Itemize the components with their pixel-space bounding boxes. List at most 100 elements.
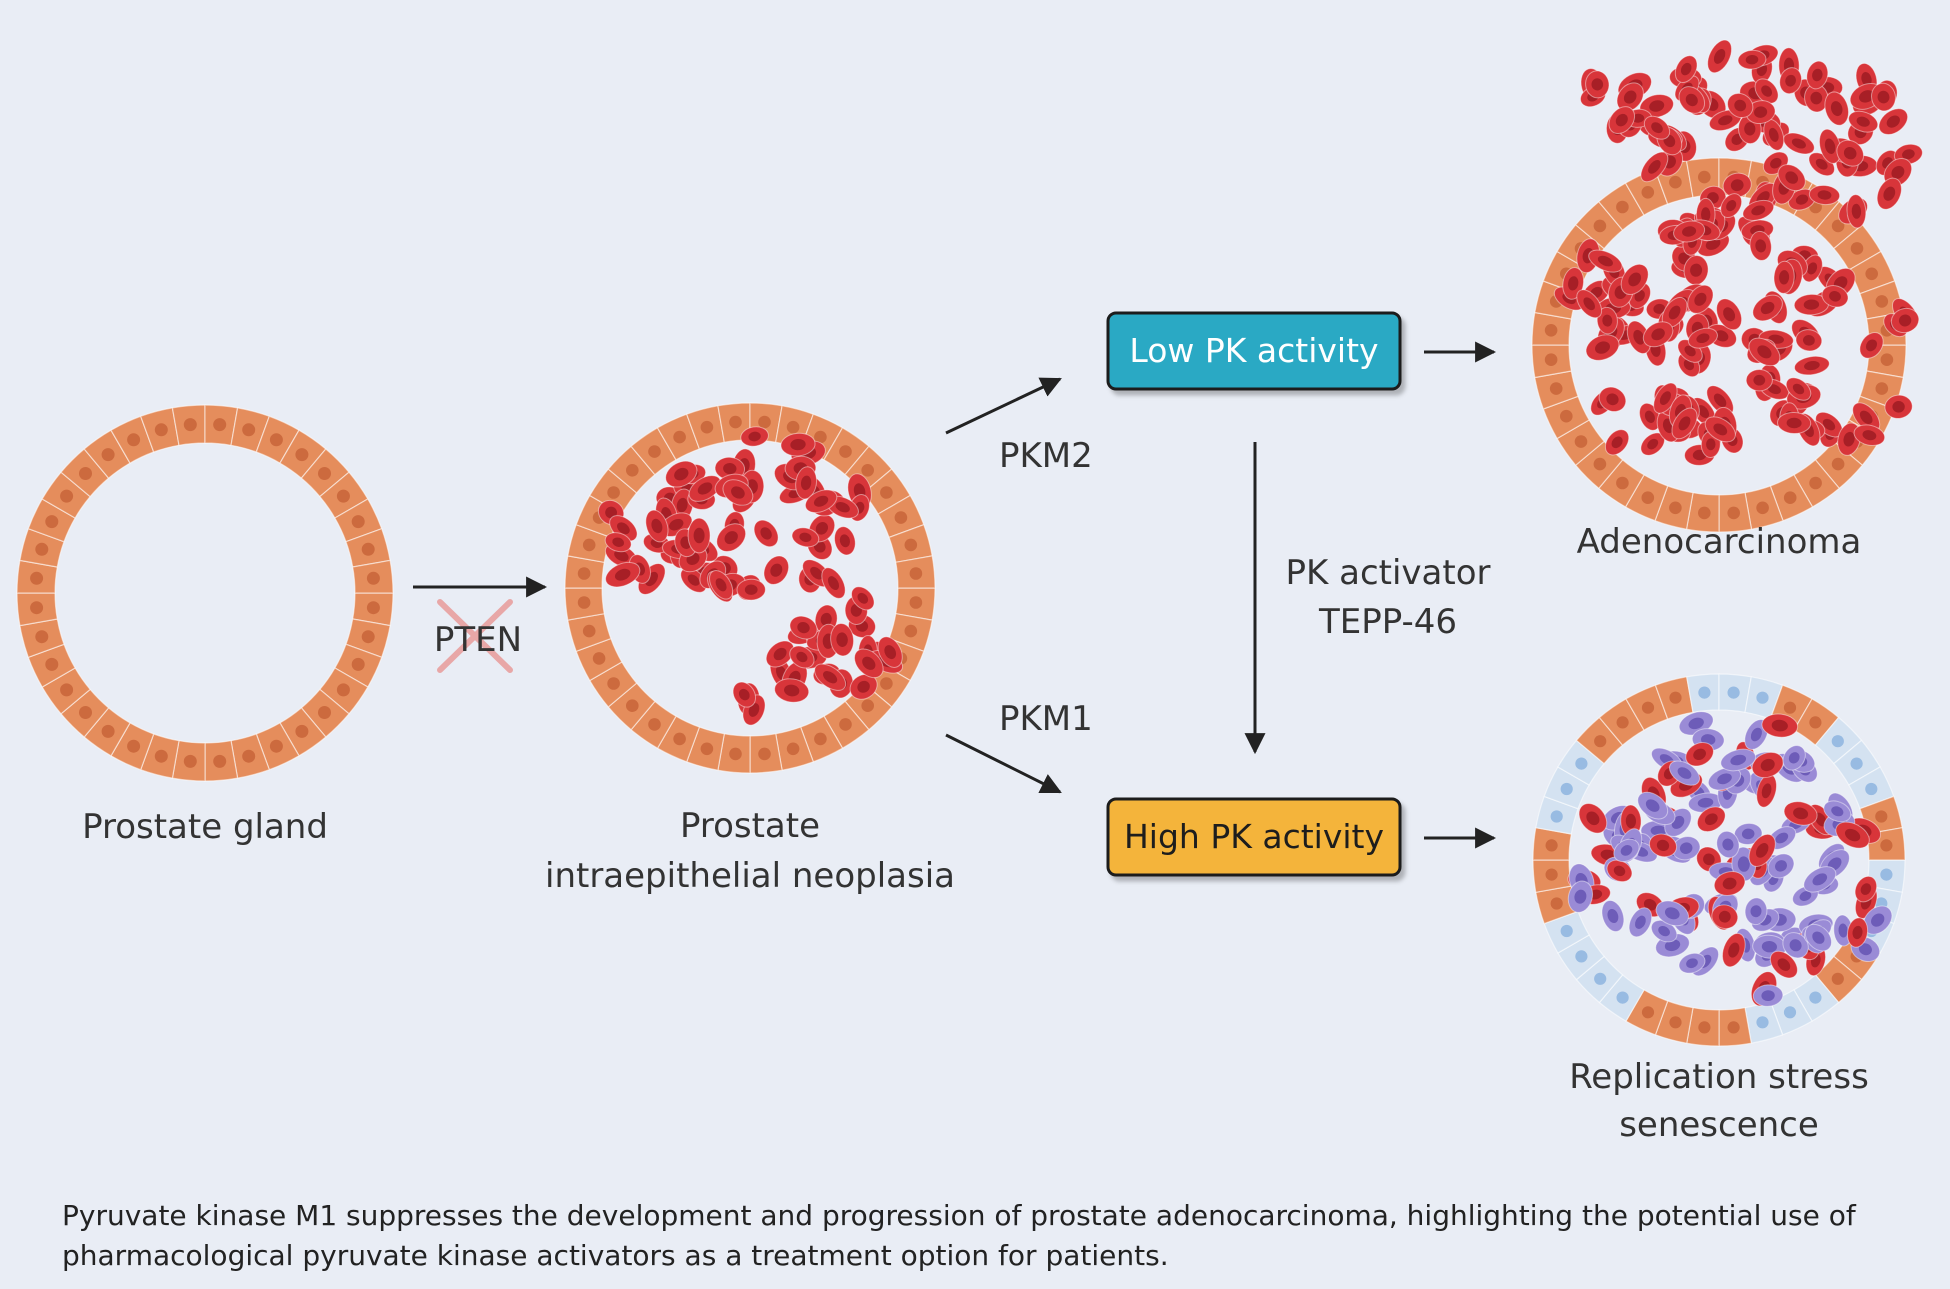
cell-nucleus [1634,915,1646,929]
cell-nucleus [366,601,380,615]
cell-nucleus [1730,179,1744,192]
cell-nucleus [35,542,49,556]
cell-nucleus [797,621,810,634]
pk-activator-label: PK activator [1286,553,1491,593]
epithelial-ring [564,402,936,774]
cell-nucleus [1831,972,1844,985]
cell-nucleus [723,462,737,475]
cell-nucleus [35,630,49,644]
cell-nucleus [1575,950,1588,963]
cell-nucleus [648,445,661,458]
cell-nucleus [1625,813,1637,829]
cell-nucleus [1815,158,1828,170]
cell-nucleus [673,430,686,444]
cell-nucleus [626,464,639,477]
cell-nucleus [1545,868,1558,881]
cell-nucleus [1616,716,1629,729]
cell-nucleus [1767,384,1781,395]
cell-nucleus [1698,1021,1711,1034]
cell-nucleus [154,749,168,763]
cell-nucleus [1792,383,1805,395]
cell-nucleus [790,438,806,451]
cell-nucleus [592,652,606,665]
cell-nucleus [1754,106,1768,118]
cell-nucleus [1875,810,1888,823]
cell-nucleus [823,671,838,684]
cell-nucleus [1698,686,1711,699]
cell-nucleus [1829,291,1841,302]
cell-nucleus [213,418,227,432]
cell-nucleus [1656,839,1670,851]
cell-nucleus [1880,839,1893,852]
cell-nucleus [1602,314,1613,327]
prostate-gland-label: Prostate gland [82,807,328,847]
cell-nucleus [1768,127,1779,142]
cell-nucleus [1891,165,1905,179]
cell-nucleus [582,624,596,638]
cell-nucleus [1718,910,1731,923]
cell-nucleus [700,420,714,434]
cell-nucleus [127,739,141,753]
cell-nucleus [1697,405,1710,419]
cell-nucleus [183,418,197,432]
pkm1-label: PKM1 [999,699,1093,739]
pin-label-line2: intraepithelial neoplasia [545,856,955,896]
cell-nucleus [909,567,923,580]
cell-nucleus [1812,68,1823,82]
cell-nucleus [1803,299,1820,310]
cell-nucleus [1606,393,1619,406]
cell-nucleus [614,550,629,562]
cell-nucleus [1623,90,1637,104]
cell-nucleus [1760,301,1775,315]
cell-nucleus [1645,799,1660,812]
cell-nucleus [715,578,727,592]
cell-nucleus [1744,122,1756,136]
cell-nucleus [1750,905,1762,918]
cell-nucleus [30,571,44,585]
cell-nucleus [1795,194,1809,205]
cell-nucleus [1859,90,1874,103]
cell-nucleus [1698,506,1711,520]
cell-nucleus [1789,939,1802,952]
cell-nucleus [1852,925,1863,940]
cell-nucleus [773,647,787,661]
cell-nucleus [673,732,686,746]
cell-nucleus [1831,457,1845,471]
cell-nucleus [1717,773,1732,785]
cell-nucleus [1722,877,1737,890]
cell-nucleus [1545,839,1558,852]
cell-nucleus [1859,410,1873,424]
cell-nucleus [1727,686,1740,699]
cell-nucleus [738,688,750,701]
cell-nucleus [880,486,893,499]
cell-nucleus [1693,748,1706,760]
cell-nucleus [617,522,630,535]
cell-nucleus [758,747,771,761]
cell-nucleus [1803,334,1815,346]
cell-nucleus [880,677,893,690]
cell-nucleus [784,684,800,697]
cell-nucleus [242,423,256,437]
cell-nucleus [1697,797,1714,808]
cell-nucleus [744,584,758,595]
cell-nucleus [1785,171,1799,184]
cell-nucleus [79,467,92,480]
cell-nucleus [577,567,591,580]
cell-nucleus [1648,160,1661,174]
cell-nucleus [1613,865,1626,877]
cell-nucleus [1650,825,1667,836]
cell-nucleus [799,532,812,543]
cell-nucleus [839,534,850,548]
cell-nucleus [361,630,375,644]
cell-nucleus [1865,782,1878,796]
cell-nucleus [1810,91,1823,105]
cell-nucleus [1865,267,1878,281]
cell-nucleus [1761,940,1777,953]
senescence-illustration [1532,673,1906,1047]
cell-nucleus [1726,200,1737,212]
cell-nucleus [45,515,59,529]
cell-nucleus [1616,476,1629,490]
cell-nucleus [1644,410,1655,423]
cell-nucleus [1694,292,1707,306]
